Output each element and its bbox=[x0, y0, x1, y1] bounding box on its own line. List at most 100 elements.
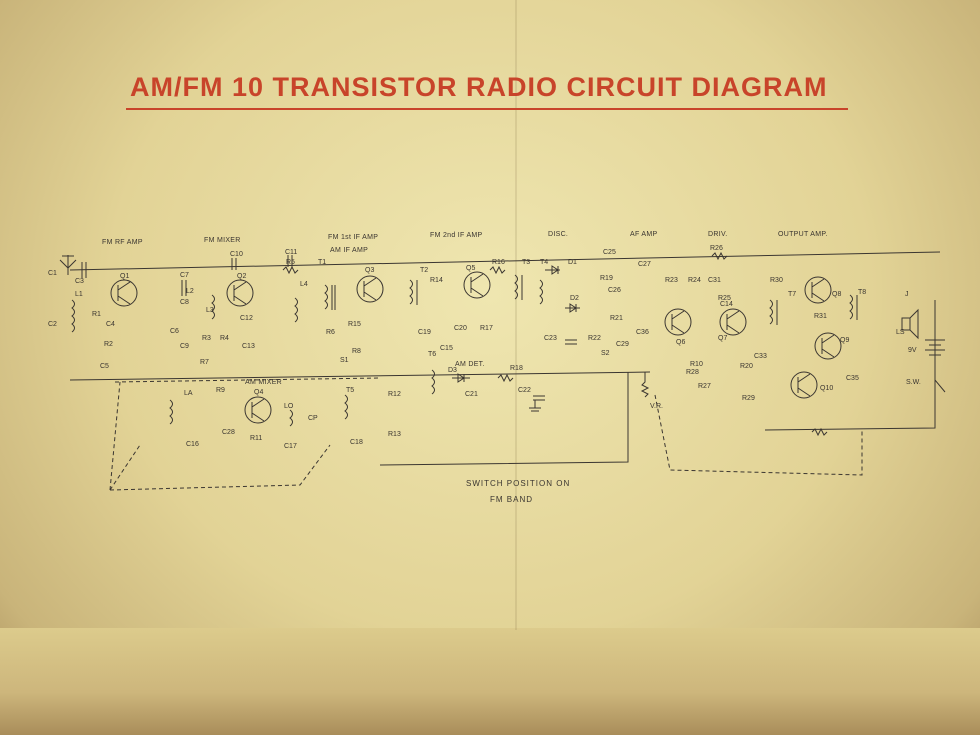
section-fm-rf-amp: FM RF AMP bbox=[102, 239, 143, 246]
label-l3: L3 bbox=[206, 307, 214, 314]
label-la: LA bbox=[184, 390, 193, 397]
battery-icon bbox=[925, 339, 945, 356]
transformer-t1 bbox=[324, 284, 336, 310]
label-r5: R5 bbox=[286, 259, 295, 266]
section-output-amp: OUTPUT AMP. bbox=[778, 231, 828, 238]
transistor-q4 bbox=[244, 396, 272, 424]
label-j: J bbox=[905, 291, 909, 298]
label-r19: R19 bbox=[600, 275, 613, 282]
label-l4: L4 bbox=[300, 281, 308, 288]
label-t7: T7 bbox=[788, 291, 796, 298]
label-c28: C28 bbox=[222, 429, 235, 436]
label-r28: R28 bbox=[686, 369, 699, 376]
label-c26: C26 bbox=[608, 287, 621, 294]
label-q2: Q2 bbox=[237, 273, 246, 280]
section-driv: DRIV. bbox=[708, 231, 728, 238]
coil-la bbox=[169, 399, 173, 425]
label-q4: Q4 bbox=[254, 389, 263, 396]
label-c10: C10 bbox=[230, 251, 243, 258]
ground-icon bbox=[529, 400, 541, 412]
resistor-r16 bbox=[489, 265, 506, 275]
transistor-q8 bbox=[804, 276, 832, 304]
capacitor-c7 bbox=[181, 280, 187, 296]
section-am-mixer: AM MIXER bbox=[245, 379, 282, 386]
label-t4: T4 bbox=[540, 259, 548, 266]
paper-lower-sheet bbox=[0, 628, 980, 735]
gang-link-right bbox=[654, 394, 863, 476]
paper-fold bbox=[515, 0, 517, 630]
label-r4: R4 bbox=[220, 335, 229, 342]
diagram-title: AM/FM 10 TRANSISTOR RADIO CIRCUIT DIAGRA… bbox=[130, 72, 828, 102]
label-r30: R30 bbox=[770, 277, 783, 284]
resistor-r18 bbox=[497, 373, 514, 383]
label-t8: T8 bbox=[858, 289, 866, 296]
label-r29: R29 bbox=[742, 395, 755, 402]
label-r20: R20 bbox=[740, 363, 753, 370]
label-vr: V.R. bbox=[650, 403, 663, 410]
label-c17: C17 bbox=[284, 443, 297, 450]
label-r21: R21 bbox=[610, 315, 623, 322]
capacitor-c10 bbox=[231, 258, 237, 270]
gang-link-left bbox=[109, 381, 331, 491]
label-c3: C3 bbox=[75, 278, 84, 285]
label-c23: C23 bbox=[544, 335, 557, 342]
label-c8: C8 bbox=[180, 299, 189, 306]
label-t3: T3 bbox=[522, 259, 530, 266]
label-s1: S1 bbox=[340, 357, 349, 364]
transistor-q2 bbox=[226, 279, 254, 307]
label-r16: R16 bbox=[492, 259, 505, 266]
antenna-icon bbox=[59, 255, 77, 275]
transistor-q10 bbox=[790, 371, 818, 399]
section-disc: DISC. bbox=[548, 231, 568, 238]
label-c36: C36 bbox=[636, 329, 649, 336]
label-r14: R14 bbox=[430, 277, 443, 284]
section-fm-mixer: FM MIXER bbox=[204, 237, 241, 244]
transformer-t3 bbox=[514, 274, 523, 300]
transformer-t6 bbox=[431, 369, 435, 395]
label-r2: R2 bbox=[104, 341, 113, 348]
label-c16: C16 bbox=[186, 441, 199, 448]
transformer-t7 bbox=[769, 299, 778, 325]
label-c21: C21 bbox=[465, 391, 478, 398]
label-sw: S.W. bbox=[906, 379, 921, 386]
supply-rail bbox=[69, 251, 941, 271]
label-r15: R15 bbox=[348, 321, 361, 328]
transformer-t4 bbox=[539, 279, 543, 305]
label-c35: C35 bbox=[846, 375, 859, 382]
section-af-amp: AF AMP bbox=[630, 231, 658, 238]
coil-l3 bbox=[211, 294, 215, 320]
label-c18: C18 bbox=[350, 439, 363, 446]
label-t6: T6 bbox=[428, 351, 436, 358]
transistor-q6 bbox=[664, 308, 692, 336]
transistor-q9 bbox=[814, 332, 842, 360]
label-q7: Q7 bbox=[718, 335, 727, 342]
speaker-icon bbox=[901, 308, 919, 340]
label-ls: LS bbox=[896, 329, 905, 336]
label-cp: CP bbox=[308, 415, 318, 422]
label-9v: 9V bbox=[908, 347, 917, 354]
switch-note-line-2: FM BAND bbox=[490, 495, 533, 504]
coil-lo bbox=[289, 409, 293, 427]
title-underline bbox=[126, 108, 848, 110]
label-c1: C1 bbox=[48, 270, 57, 277]
label-r27: R27 bbox=[698, 383, 711, 390]
label-s2: S2 bbox=[601, 350, 610, 357]
label-r10: R10 bbox=[690, 361, 703, 368]
label-c13: C13 bbox=[242, 343, 255, 350]
label-r24: R24 bbox=[688, 277, 701, 284]
diode-d2 bbox=[565, 303, 580, 313]
label-c25: C25 bbox=[603, 249, 616, 256]
transformer-t8 bbox=[849, 294, 858, 320]
ground-rail-1 bbox=[69, 371, 651, 381]
label-r1: R1 bbox=[92, 311, 101, 318]
label-c12: C12 bbox=[240, 315, 253, 322]
label-c27: C27 bbox=[638, 261, 651, 268]
section-am-det: AM DET. bbox=[455, 361, 485, 368]
label-d3: D3 bbox=[448, 367, 457, 374]
label-r22: R22 bbox=[588, 335, 601, 342]
coil-l4 bbox=[294, 297, 298, 323]
diode-d1 bbox=[545, 265, 560, 275]
label-c5: C5 bbox=[100, 363, 109, 370]
